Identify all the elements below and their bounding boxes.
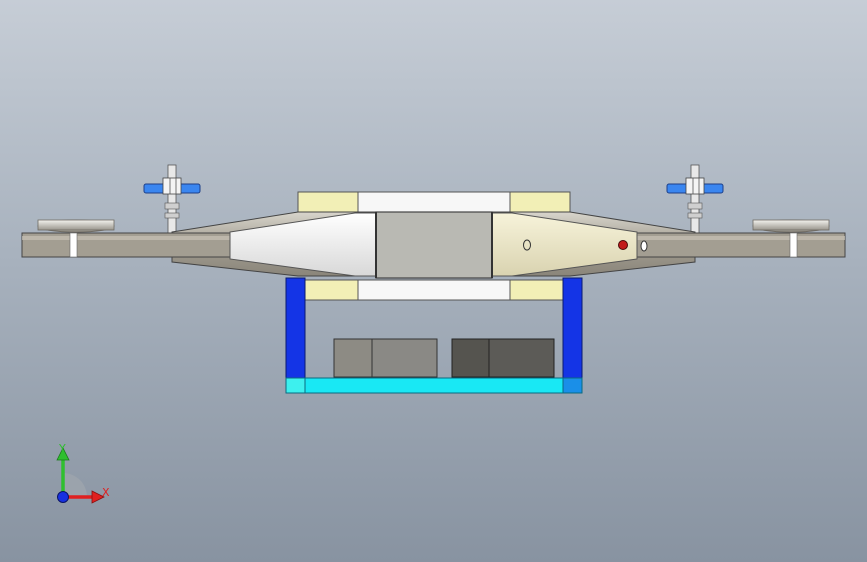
triad-graphic: [56, 447, 105, 504]
left-propeller-hub[interactable]: [143, 164, 201, 234]
top-plate[interactable]: [297, 191, 571, 213]
center-block[interactable]: [375, 211, 493, 279]
left-arm[interactable]: [21, 211, 377, 277]
landing-frame[interactable]: [285, 277, 583, 394]
coordinate-triad: Y X: [48, 440, 118, 510]
y-axis-label: Y: [59, 442, 66, 455]
right-motor[interactable]: [752, 219, 830, 233]
x-axis-label: X: [102, 486, 110, 499]
battery-right[interactable]: [451, 338, 555, 378]
right-propeller-hub[interactable]: [666, 164, 724, 234]
bottom-plate[interactable]: [297, 279, 571, 301]
battery-left[interactable]: [333, 338, 438, 378]
left-motor[interactable]: [37, 219, 115, 233]
